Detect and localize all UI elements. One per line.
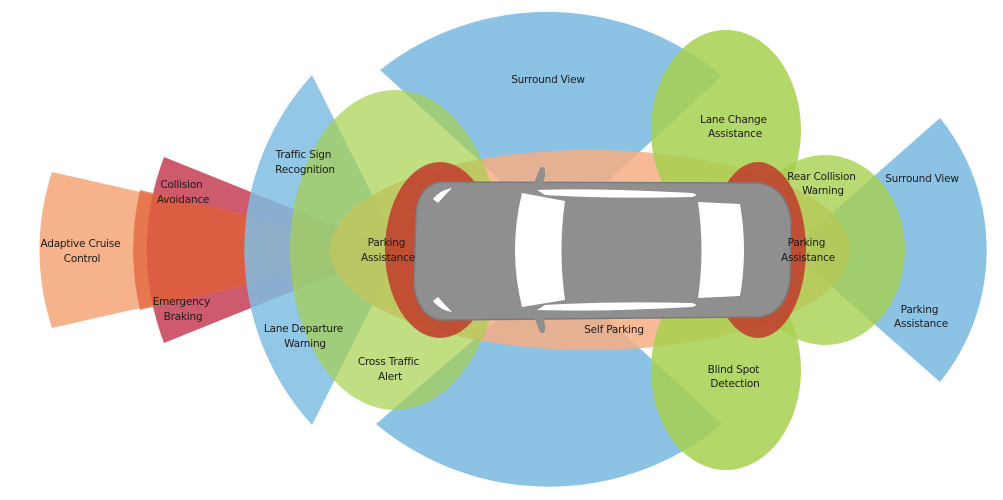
label-right-parking-assistance: Parking Assistance (894, 304, 948, 330)
surround-view-top-zone (380, 11, 722, 231)
label-front-parking-assistance: Parking Assistance (361, 237, 415, 264)
right-headlight (433, 297, 452, 312)
label-rear-parking-assistance: Parking Assistance (781, 237, 835, 264)
label-traffic-sign-recognition: Traffic Sign Recognition (275, 149, 335, 176)
label-surround-view-right: Surround View (885, 173, 959, 185)
right-mirror (534, 314, 546, 333)
label-blind-spot-detection: Blind Spot Detection (708, 364, 763, 390)
left-headlight (433, 188, 452, 203)
label-collision-avoidance: Collision Avoidance (157, 179, 209, 206)
label-surround-view-top: Surround View (511, 74, 585, 86)
right-side-window (537, 302, 696, 311)
left-mirror (534, 167, 546, 186)
label-lane-change-assistance: Lane Change Assistance (700, 114, 770, 140)
left-side-window (537, 189, 696, 198)
label-self-parking: Self Parking (584, 324, 644, 336)
car-top-view (413, 167, 792, 333)
label-rear-collision-warning: Rear Collision Warning (787, 171, 859, 197)
rear-window (698, 202, 744, 298)
car-body (413, 181, 792, 321)
windshield (515, 193, 565, 307)
label-adaptive-cruise-control: Adaptive Cruise Control (40, 238, 123, 265)
label-emergency-braking: Emergency Braking (153, 296, 214, 323)
surround-view-bottom-zone (376, 270, 722, 487)
label-cross-traffic-alert: Cross Traffic Alert (358, 356, 422, 383)
label-lane-departure-warning: Lane Departure Warning (264, 323, 346, 350)
